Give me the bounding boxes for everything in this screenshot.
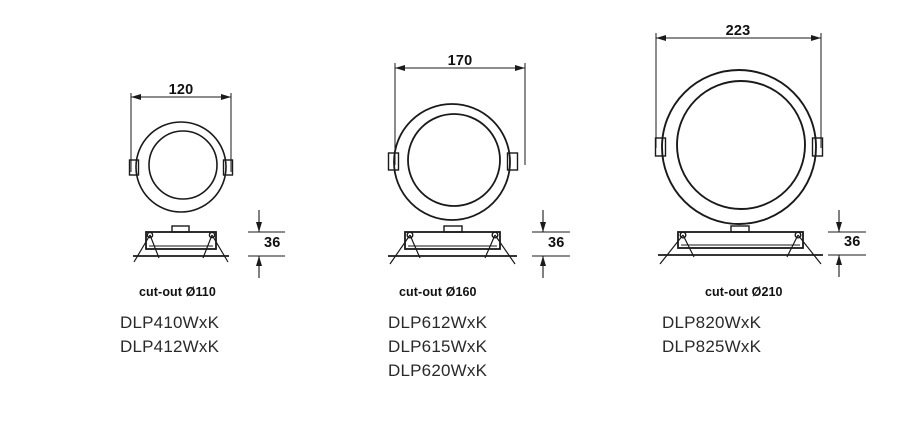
width-dimension-label-medium: 170	[447, 53, 473, 69]
spring-clip-tab-left	[654, 137, 667, 157]
spring-clip-right-inner	[202, 234, 213, 259]
spring-clip-left-inner	[682, 234, 695, 258]
spring-clip-left-outer	[389, 234, 411, 265]
arrow-down-icon	[836, 222, 842, 232]
front-view-inner-circle	[407, 113, 501, 207]
width-dimension-label-small: 120	[168, 82, 194, 98]
side-view-top-box	[171, 225, 190, 233]
model-list-medium: DLP612WxK DLP615WxK DLP620WxK	[388, 311, 487, 383]
medium-drawing-geometry	[387, 63, 570, 278]
model-name: DLP410WxK	[120, 313, 220, 332]
model-name: DLP615WxK	[388, 337, 488, 356]
spring-clip-left-inner	[409, 234, 421, 259]
product-drawing-group-small: 120 36 cut-out Ø110 DLP410WxK DLP412WxK	[0, 0, 300, 425]
clip-pivot-left	[406, 231, 414, 239]
width-dimension-label-large: 223	[725, 23, 751, 39]
model-name: DLP620WxK	[388, 361, 488, 380]
spring-clip-right-outer	[494, 234, 516, 265]
cutout-label-small: cut-out Ø110	[139, 285, 216, 299]
front-view-outer-circle	[135, 121, 227, 213]
side-view-top-box	[443, 225, 463, 233]
spring-clip-left-outer	[659, 234, 684, 265]
height-dimension-label-small: 36	[264, 235, 281, 251]
model-name: DLP820WxK	[662, 313, 762, 332]
cutout-label-large: cut-out Ø210	[705, 285, 783, 299]
spring-clip-tab-right	[811, 137, 824, 157]
spring-clip-tab-right	[506, 152, 519, 171]
spring-clip-tab-right	[222, 159, 234, 176]
arrow-down-icon	[540, 222, 546, 232]
arrow-left-icon	[131, 94, 141, 100]
front-view-outer-circle	[661, 69, 817, 225]
small-drawing-geometry	[128, 93, 285, 278]
clip-pivot-right	[491, 231, 499, 239]
side-view-top-box	[730, 225, 750, 233]
clip-pivot-left	[146, 231, 154, 239]
arrow-right-icon	[221, 94, 231, 100]
spring-clip-right-inner	[786, 234, 799, 258]
clip-pivot-right	[208, 231, 216, 239]
large-drawing-geometry	[654, 33, 866, 277]
model-name: DLP412WxK	[120, 337, 220, 356]
arrow-right-icon	[515, 65, 525, 71]
cutout-label-medium: cut-out Ø160	[399, 285, 477, 299]
front-view-inner-circle	[148, 130, 218, 200]
arrow-up-icon	[540, 256, 546, 266]
front-view-outer-circle	[393, 103, 511, 221]
clip-pivot-left	[679, 231, 687, 239]
arrow-left-icon	[656, 35, 666, 41]
clip-pivot-right	[794, 231, 802, 239]
spring-clip-tab-left	[387, 152, 400, 171]
spring-clip-left-inner	[149, 234, 160, 259]
spring-clip-right-outer	[797, 234, 822, 265]
arrow-up-icon	[836, 255, 842, 265]
arrow-left-icon	[395, 65, 405, 71]
arrow-down-icon	[256, 222, 262, 232]
front-view-inner-circle	[676, 80, 806, 210]
model-name: DLP612WxK	[388, 313, 488, 332]
height-dimension-label-medium: 36	[548, 235, 565, 251]
model-list-large: DLP820WxK DLP825WxK	[662, 311, 761, 359]
side-view-body	[677, 231, 804, 249]
model-list-small: DLP410WxK DLP412WxK	[120, 311, 219, 359]
product-drawing-group-medium: 170 36 cut-out Ø160 DLP612WxK DLP615WxK …	[300, 0, 600, 425]
spring-clip-left-outer	[133, 234, 151, 263]
product-drawing-group-large: 223 36 cut-out Ø210 DLP820WxK DLP825WxK	[600, 0, 900, 425]
spring-clip-right-outer	[211, 234, 229, 263]
arrow-right-icon	[811, 35, 821, 41]
spring-clip-tab-left	[128, 159, 140, 176]
height-dimension-label-large: 36	[844, 234, 861, 250]
model-name: DLP825WxK	[662, 337, 762, 356]
arrow-up-icon	[256, 256, 262, 266]
spring-clip-right-inner	[484, 234, 496, 259]
